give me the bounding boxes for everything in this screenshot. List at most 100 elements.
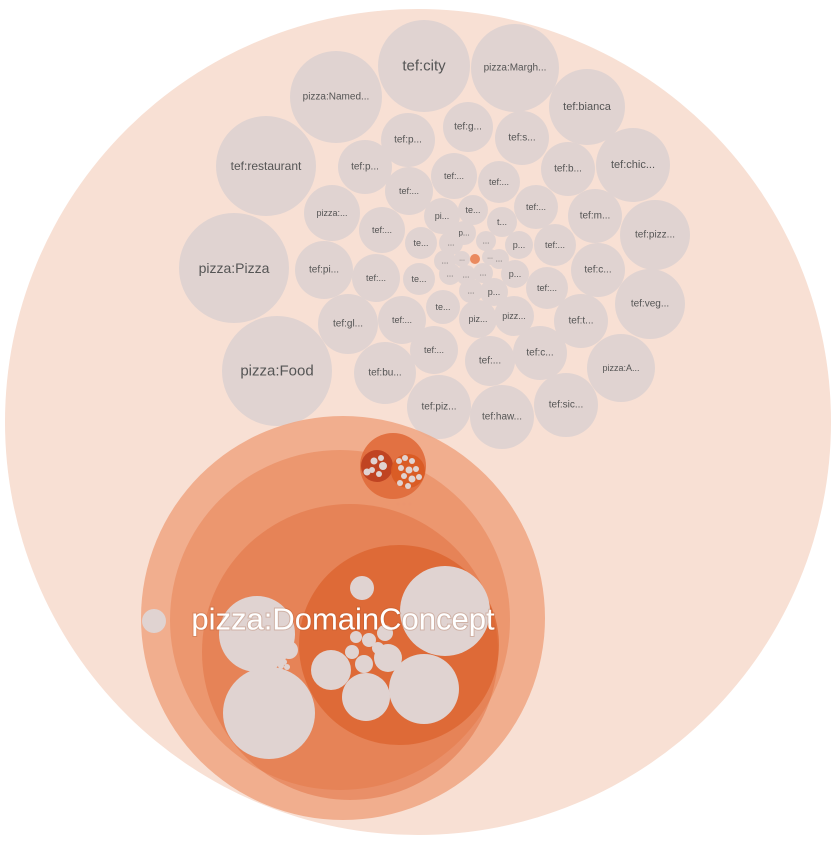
leaf-circle[interactable] — [179, 213, 289, 323]
tiny-leaf-circle[interactable] — [405, 466, 413, 474]
leaf-circle[interactable] — [615, 269, 685, 339]
leaf-circle[interactable] — [338, 140, 392, 194]
tiny-leaf-circle[interactable] — [408, 475, 416, 483]
group-leaf-circle[interactable] — [223, 667, 315, 759]
leaf-circle[interactable] — [443, 102, 493, 152]
group-leaf-circle[interactable] — [219, 596, 295, 672]
leaf-circle[interactable] — [458, 195, 488, 225]
leaf-circle[interactable] — [439, 231, 463, 255]
leaf-circle[interactable] — [526, 267, 568, 309]
leaf-circle[interactable] — [505, 231, 533, 259]
leaf-circle[interactable] — [596, 128, 670, 202]
tiny-leaf-circle[interactable] — [370, 457, 378, 465]
group-leaf-circle[interactable] — [142, 609, 166, 633]
leaf-circle[interactable] — [381, 113, 435, 167]
leaf-circle[interactable] — [587, 334, 655, 402]
leaf-circle[interactable] — [403, 263, 435, 295]
tiny-leaf-circle[interactable] — [284, 664, 290, 670]
leaf-circle[interactable] — [568, 189, 622, 243]
group-leaf-circle[interactable] — [389, 654, 459, 724]
leaf-circle[interactable] — [465, 336, 515, 386]
leaf-circle[interactable] — [459, 279, 483, 303]
tiny-leaf-circle[interactable] — [396, 458, 402, 464]
tiny-leaf-circle[interactable] — [416, 474, 422, 480]
group-leaf-circle[interactable] — [350, 576, 374, 600]
tiny-leaf-circle[interactable] — [369, 467, 375, 473]
leaf-circle[interactable] — [359, 207, 405, 253]
leaf-circle[interactable] — [439, 263, 461, 285]
group-leaf-circle[interactable] — [372, 642, 384, 654]
leaf-circle[interactable] — [495, 111, 549, 165]
leaf-circle[interactable] — [541, 142, 595, 196]
group-leaf-circle[interactable] — [342, 673, 390, 721]
tiny-leaf-circle[interactable] — [379, 462, 387, 470]
leaf-circle[interactable] — [304, 185, 360, 241]
group-leaf-circle[interactable] — [400, 566, 490, 656]
leaf-circle[interactable] — [482, 249, 498, 265]
leaf-circle[interactable] — [470, 385, 534, 449]
tiny-leaf-circle[interactable] — [402, 455, 408, 461]
leaf-circle[interactable] — [222, 316, 332, 426]
leaf-circle[interactable] — [487, 207, 517, 237]
leaf-label: pizza:Pizza — [199, 260, 270, 276]
leaf-circle[interactable] — [554, 294, 608, 348]
tiny-leaf-circle[interactable] — [363, 468, 371, 476]
leaf-circle[interactable] — [352, 254, 400, 302]
leaf-label: tef:... — [526, 202, 546, 212]
leaf-circle[interactable] — [459, 300, 497, 338]
tiny-leaf-circle[interactable] — [376, 471, 382, 477]
leaf-label: ... — [442, 257, 449, 266]
leaf-circle[interactable] — [476, 231, 496, 251]
leaf-circle[interactable] — [473, 263, 493, 283]
tiny-leaf-circle[interactable] — [272, 662, 278, 668]
leaf-circle[interactable] — [571, 243, 625, 297]
leaf-circle[interactable] — [378, 296, 426, 344]
tiny-leaf-circle[interactable] — [409, 458, 415, 464]
group-leaf-circle[interactable] — [345, 645, 359, 659]
leaf-circle[interactable] — [405, 227, 437, 259]
leaf-circle[interactable] — [494, 296, 534, 336]
leaf-circle[interactable] — [534, 224, 576, 266]
leaf-circle[interactable] — [478, 161, 520, 203]
leaf-circle[interactable] — [318, 294, 378, 354]
leaf-circle[interactable] — [620, 200, 690, 270]
leaf-circle[interactable] — [407, 375, 471, 439]
tiny-leaf-circle[interactable] — [278, 663, 284, 669]
group-leaf-circle[interactable] — [355, 655, 373, 673]
leaf-circle[interactable] — [549, 69, 625, 145]
leaf-circle[interactable] — [513, 326, 567, 380]
group-leaf-circle[interactable] — [350, 631, 362, 643]
group-leaf-circle[interactable] — [280, 641, 298, 659]
leaf-circle[interactable] — [501, 260, 529, 288]
tiny-leaf-circle[interactable] — [275, 657, 281, 663]
tiny-leaf-circle[interactable] — [405, 483, 411, 489]
leaf-circle[interactable] — [534, 373, 598, 437]
leaf-circle[interactable] — [385, 167, 433, 215]
small-group-inner-left[interactable] — [361, 450, 393, 482]
leaf-label: tef:c... — [526, 348, 553, 359]
leaf-circle[interactable] — [295, 241, 353, 299]
leaf-circle[interactable] — [480, 278, 508, 306]
leaf-circle[interactable] — [410, 326, 458, 374]
leaf-circle[interactable] — [424, 198, 460, 234]
tiny-leaf-circle[interactable] — [378, 455, 384, 461]
leaf-circle[interactable] — [431, 153, 477, 199]
leaf-circle[interactable] — [290, 51, 382, 143]
leaf-circle[interactable] — [426, 290, 460, 324]
leaf-circle[interactable] — [378, 20, 470, 112]
leaf-circle[interactable] — [354, 342, 416, 404]
tiny-leaf-circle[interactable] — [397, 480, 403, 486]
leaf-circle[interactable] — [514, 185, 558, 229]
group-leaf-circle[interactable] — [377, 625, 393, 641]
tiny-leaf-circle[interactable] — [413, 466, 419, 472]
leaf-label: pizza:Food — [240, 363, 313, 380]
tiny-leaf-circle[interactable] — [398, 465, 404, 471]
leaf-circle[interactable] — [454, 251, 470, 267]
tiny-leaf-circle[interactable] — [401, 473, 407, 479]
cluster-center-node[interactable] — [470, 254, 480, 264]
leaf-circle[interactable] — [471, 24, 559, 112]
group-leaf-circle[interactable] — [311, 650, 351, 690]
leaf-circle[interactable] — [216, 116, 316, 216]
group-leaf-circle[interactable] — [362, 633, 376, 647]
